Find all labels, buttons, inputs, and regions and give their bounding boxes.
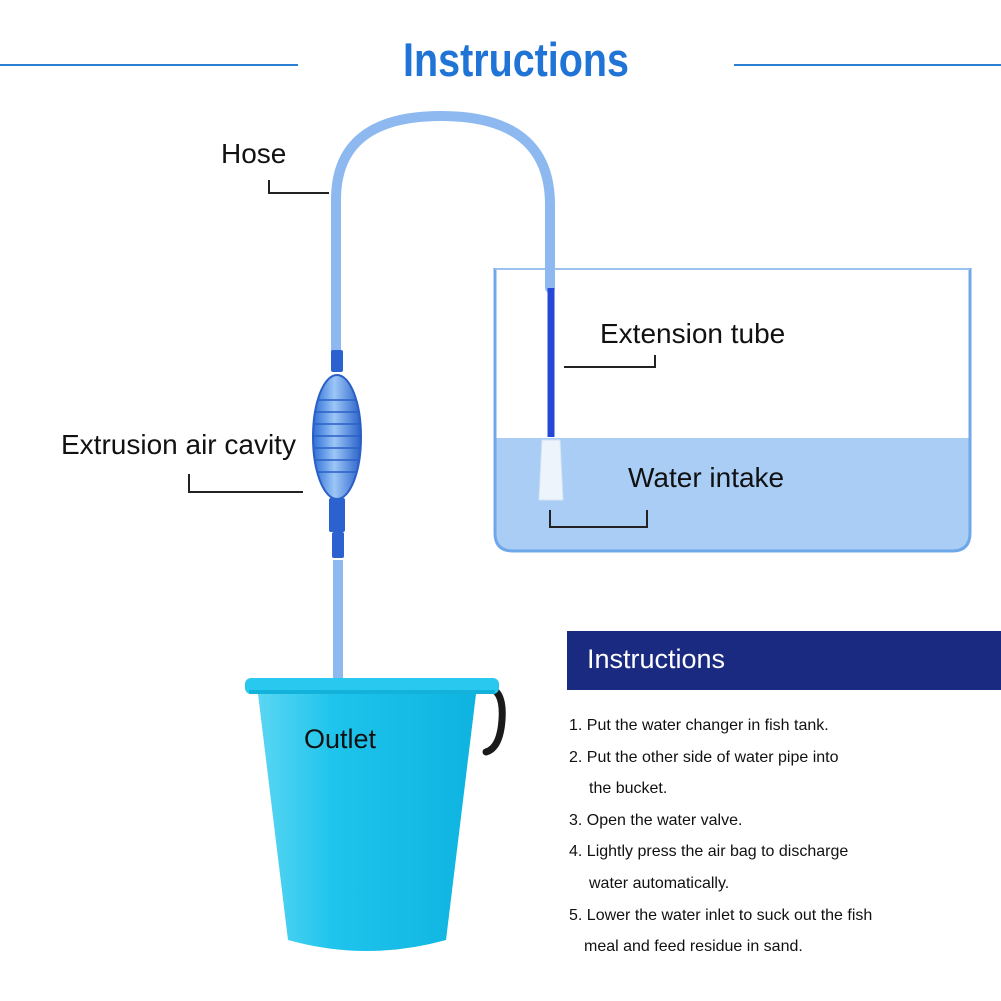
pump-ribs bbox=[313, 399, 361, 473]
water-intake-leader bbox=[549, 510, 648, 528]
step-1: 1. Put the water changer in fish tank. bbox=[569, 710, 989, 742]
bucket-rim-shadow bbox=[249, 690, 495, 694]
bucket-handle bbox=[482, 684, 506, 756]
page-title: Instructions bbox=[403, 33, 629, 86]
fish-tank-graphic bbox=[493, 268, 972, 553]
title-rule-left bbox=[0, 64, 298, 66]
step-text: 2. Put the other side of water pipe into bbox=[569, 748, 839, 766]
pump-bulb-graphic bbox=[312, 350, 362, 558]
water-intake-nozzle bbox=[538, 439, 564, 501]
step-5: 5. Lower the water inlet to suck out the… bbox=[569, 900, 989, 963]
hose-label: Hose bbox=[221, 138, 287, 169]
step-text-continued: the bucket. bbox=[589, 780, 668, 798]
extension-tube-label: Extension tube bbox=[600, 318, 786, 349]
step-text: 1. Put the water changer in fish tank. bbox=[569, 717, 829, 734]
step-4: 4. Lightly press the air bag to discharg… bbox=[569, 836, 989, 899]
pump-valve bbox=[329, 498, 345, 532]
pump-bottom-connector bbox=[332, 532, 344, 558]
step-3: 3. Open the water valve. bbox=[569, 805, 989, 837]
instruction-steps: 1. Put the water changer in fish tank. 2… bbox=[569, 710, 989, 963]
water-intake-label: Water intake bbox=[628, 462, 785, 493]
step-text: 3. Open the water valve. bbox=[569, 811, 743, 829]
outlet-label: Outlet bbox=[304, 724, 377, 754]
pump-top-connector bbox=[331, 350, 343, 372]
title-rule-right bbox=[734, 64, 1001, 66]
extension-tube-leader bbox=[564, 355, 656, 368]
step-text: 4. Lightly press the air bag to discharg… bbox=[569, 843, 849, 861]
hose-graphic bbox=[331, 110, 564, 686]
leader-lines bbox=[188, 180, 656, 528]
pump-bulb bbox=[312, 374, 362, 500]
bucket-body bbox=[258, 694, 476, 951]
bucket-graphic bbox=[245, 678, 506, 951]
step-text: 5. Lower the water inlet to suck out the… bbox=[569, 906, 873, 924]
tank-water bbox=[495, 438, 970, 551]
extrusion-air-cavity-label: Extrusion air cavity bbox=[61, 429, 296, 460]
step-text-continued: meal and feed residue in sand. bbox=[584, 938, 803, 956]
step-2: 2. Put the other side of water pipe into… bbox=[569, 742, 989, 805]
air-cavity-leader bbox=[188, 474, 303, 493]
instructions-panel-header: Instructions bbox=[567, 631, 1001, 690]
hose-tube bbox=[331, 110, 555, 358]
tank-outline bbox=[493, 268, 972, 553]
instructions-panel-title: Instructions bbox=[587, 644, 726, 674]
hose-leader bbox=[268, 180, 329, 194]
step-text-continued: water automatically. bbox=[589, 874, 730, 892]
